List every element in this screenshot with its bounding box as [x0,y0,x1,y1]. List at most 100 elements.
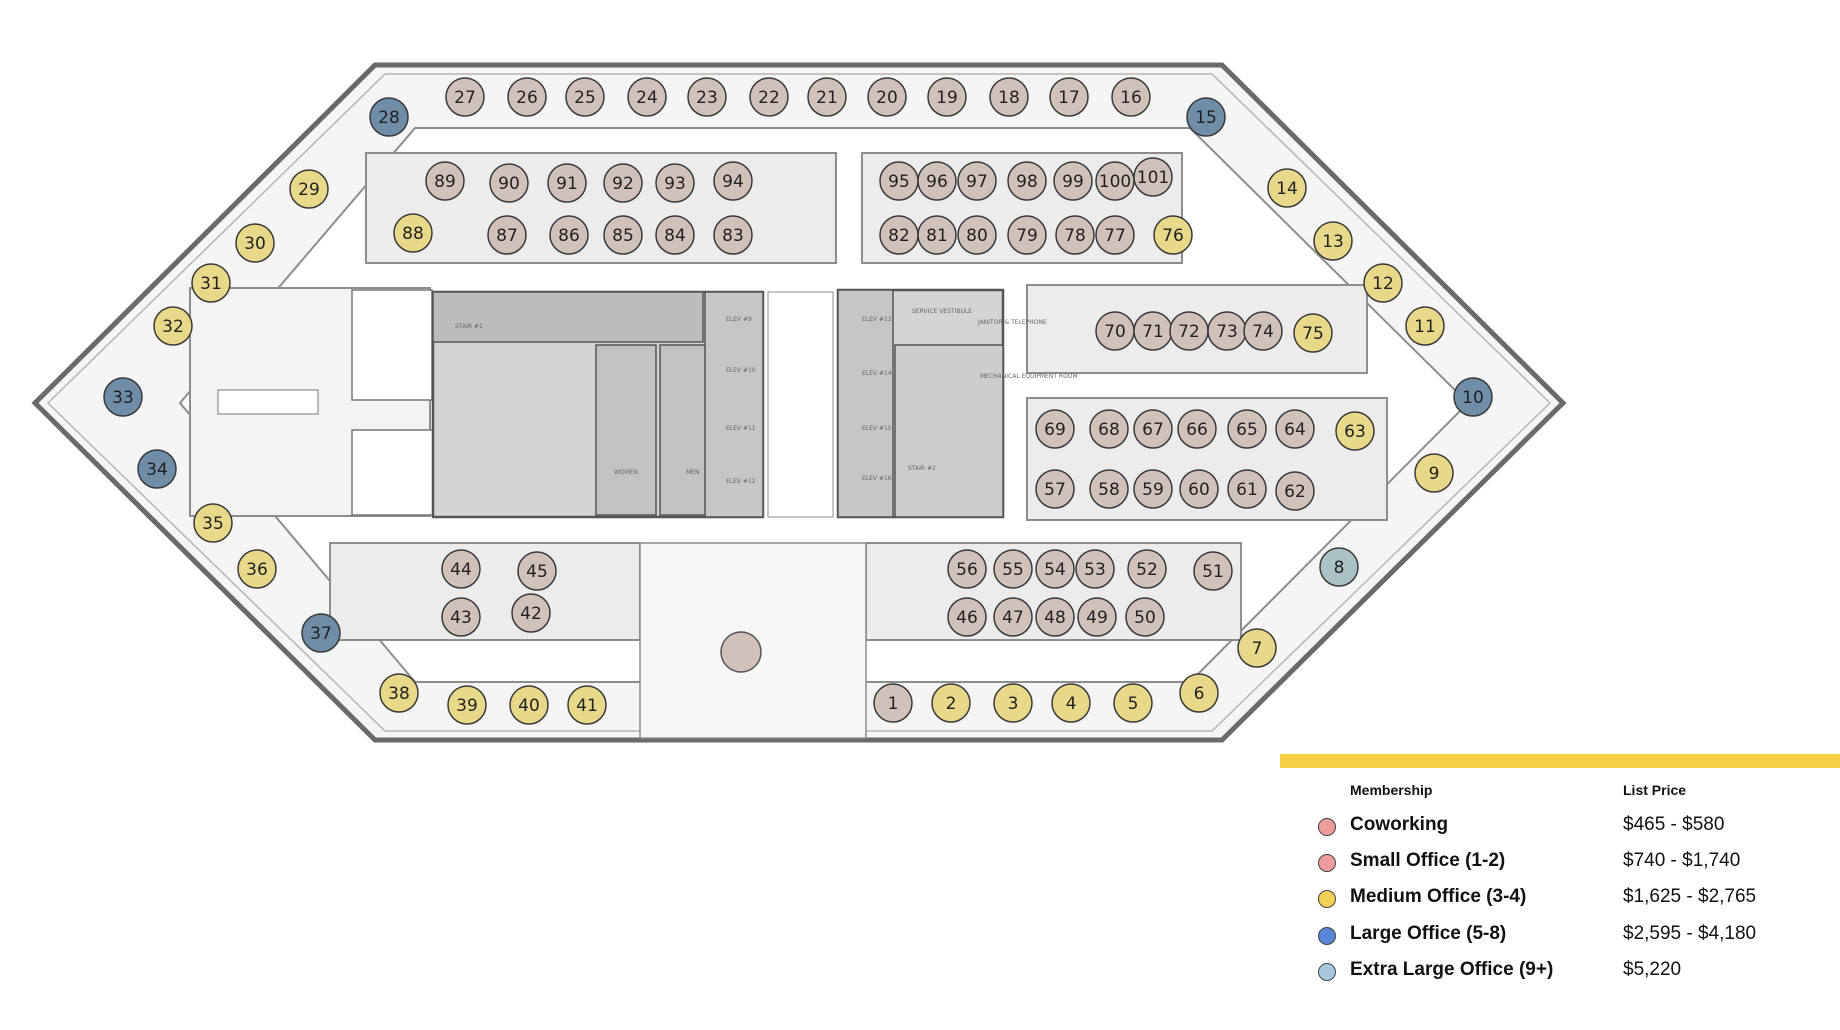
office-marker-label: 63 [1344,422,1366,442]
legend-row-coworking: Coworking $465 - $580 [1280,812,1840,848]
room-label: ELEV #11 [726,425,756,432]
office-marker-circle [927,77,967,117]
legend-row-extra-large-office: Extra Large Office (9+) $5,220 [1280,957,1840,993]
office-marker-circle [1179,469,1219,509]
office-marker-label: 10 [1462,388,1484,408]
office-marker-circle [1405,306,1445,346]
office-marker-22: 22 [749,77,789,117]
office-marker-62: 62 [1275,471,1315,511]
office-marker-label: 55 [1002,560,1024,580]
office-marker-53: 53 [1075,549,1115,589]
legend-item-name: Extra Large Office (9+) [1350,959,1554,980]
office-marker-label: 4 [1066,694,1077,714]
office-marker-label: 28 [378,108,400,128]
office-marker-circle [1186,97,1226,137]
office-marker-circle [1267,168,1307,208]
office-marker-26: 26 [507,77,547,117]
office-marker-circle [237,549,277,589]
office-marker-circle [1089,469,1129,509]
office-marker-label: 33 [112,388,134,408]
room-label: ELEV #15 [862,425,892,432]
office-marker-60: 60 [1179,469,1219,509]
office-marker-label: 34 [146,460,168,480]
office-marker-57: 57 [1035,469,1075,509]
office-marker-51: 51 [1193,551,1233,591]
office-marker-circle [1035,469,1075,509]
office-marker-label: 89 [434,172,456,192]
office-marker-circle [235,223,275,263]
office-marker-label: 87 [496,226,518,246]
office-marker-label: 5 [1128,694,1139,714]
office-marker-49: 49 [1077,597,1117,637]
office-marker-circle [989,77,1029,117]
office-marker-79: 79 [1007,215,1047,255]
office-marker-73: 73 [1207,311,1247,351]
office-marker-circle [547,163,587,203]
office-marker-label: 44 [450,560,472,580]
office-marker-label: 59 [1142,480,1164,500]
office-marker-18: 18 [989,77,1029,117]
room-label: ELEV #13 [862,316,892,323]
office-marker-label: 37 [310,624,332,644]
office-marker-68: 68 [1089,409,1129,449]
office-marker-20: 20 [867,77,907,117]
office-marker-circle [1035,409,1075,449]
office-marker-circle [1007,215,1047,255]
stair-1 [432,291,704,343]
office-marker-43: 43 [441,597,481,637]
office-marker-label: 85 [612,226,634,246]
office-marker-circle [369,97,409,137]
office-marker-label: 92 [612,174,634,194]
office-marker-label: 35 [202,514,224,534]
office-marker-label: 22 [758,88,780,108]
office-marker-circle [507,77,547,117]
office-marker-label: 14 [1276,179,1298,199]
office-marker-label: 96 [926,172,948,192]
office-marker-circle [509,685,549,725]
office-block-south-west [329,542,641,641]
office-marker-circle [1275,471,1315,511]
office-marker-label: 99 [1062,172,1084,192]
office-marker-circle [1077,597,1117,637]
office-marker-label: 86 [558,226,580,246]
office-marker-69: 69 [1035,409,1075,449]
office-marker-label: 79 [1016,226,1038,246]
office-marker-31: 31 [191,263,231,303]
office-marker-circle [1243,311,1283,351]
office-marker-circle [1113,683,1153,723]
office-marker-circle [1053,161,1093,201]
room-label: MECHANICAL EQUIPMENT ROOM [980,373,1078,380]
office-marker-label: 6 [1194,684,1205,704]
office-marker-13: 13 [1313,221,1353,261]
office-marker-circle [103,377,143,417]
office-marker-11: 11 [1405,306,1445,346]
office-marker-label: 27 [454,88,476,108]
office-marker-label: 38 [388,684,410,704]
office-marker-circle [655,215,695,255]
legend-swatch [1318,854,1336,872]
office-marker-38: 38 [379,673,419,713]
office-marker-label: 36 [246,560,268,580]
office-marker-circle [627,77,667,117]
office-marker-86: 86 [549,215,589,255]
office-marker-label: 70 [1104,322,1126,342]
office-marker-label: 95 [888,172,910,192]
office-marker-71: 71 [1133,311,1173,351]
office-marker-19: 19 [927,77,967,117]
office-marker-label: 73 [1216,322,1238,342]
office-marker-circle [957,161,997,201]
office-marker-label: 97 [966,172,988,192]
office-marker-label: 43 [450,608,472,628]
office-marker-label: 68 [1098,420,1120,440]
office-marker-label: 90 [498,174,520,194]
lounge-round-table [720,631,762,673]
office-marker-circle [873,683,913,723]
office-marker-label: 61 [1236,480,1258,500]
office-marker-label: 88 [402,224,424,244]
office-marker-84: 84 [655,215,695,255]
room-label: ELEV #9 [726,316,752,323]
office-marker-label: 21 [816,88,838,108]
office-marker-label: 13 [1322,232,1344,252]
